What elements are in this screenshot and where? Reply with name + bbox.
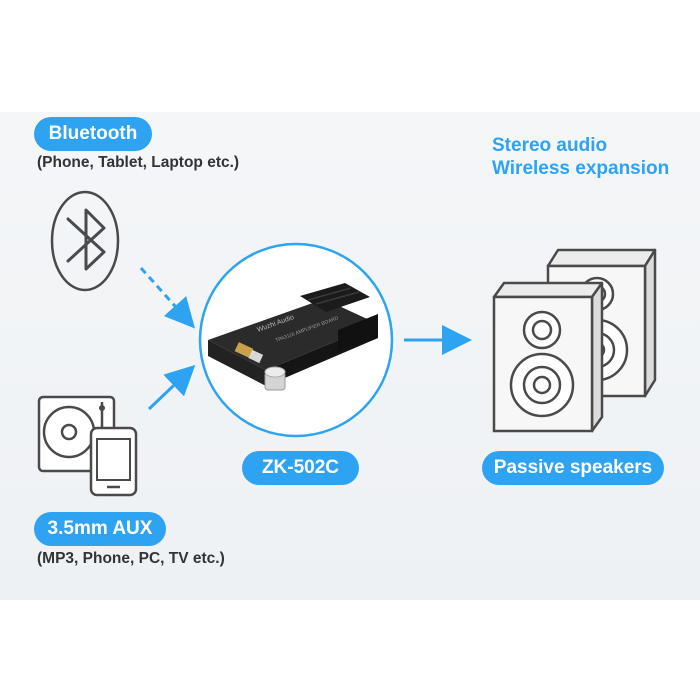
speaker-icon <box>494 250 655 431</box>
aux-arrow <box>149 369 191 409</box>
amplifier-board-icon: Wuzhi Audio TPA3116 AMPLIFIER BOARD <box>200 244 392 436</box>
bluetooth-arrow <box>141 268 191 324</box>
bluetooth-icon <box>52 192 118 290</box>
turntable-phone-icon <box>39 397 136 495</box>
module-label: ZK-502C <box>242 451 359 485</box>
speakers-label: Passive speakers <box>482 451 664 485</box>
aux-label: 3.5mm AUX <box>34 512 166 546</box>
aux-caption: (MP3, Phone, PC, TV etc.) <box>37 550 225 568</box>
